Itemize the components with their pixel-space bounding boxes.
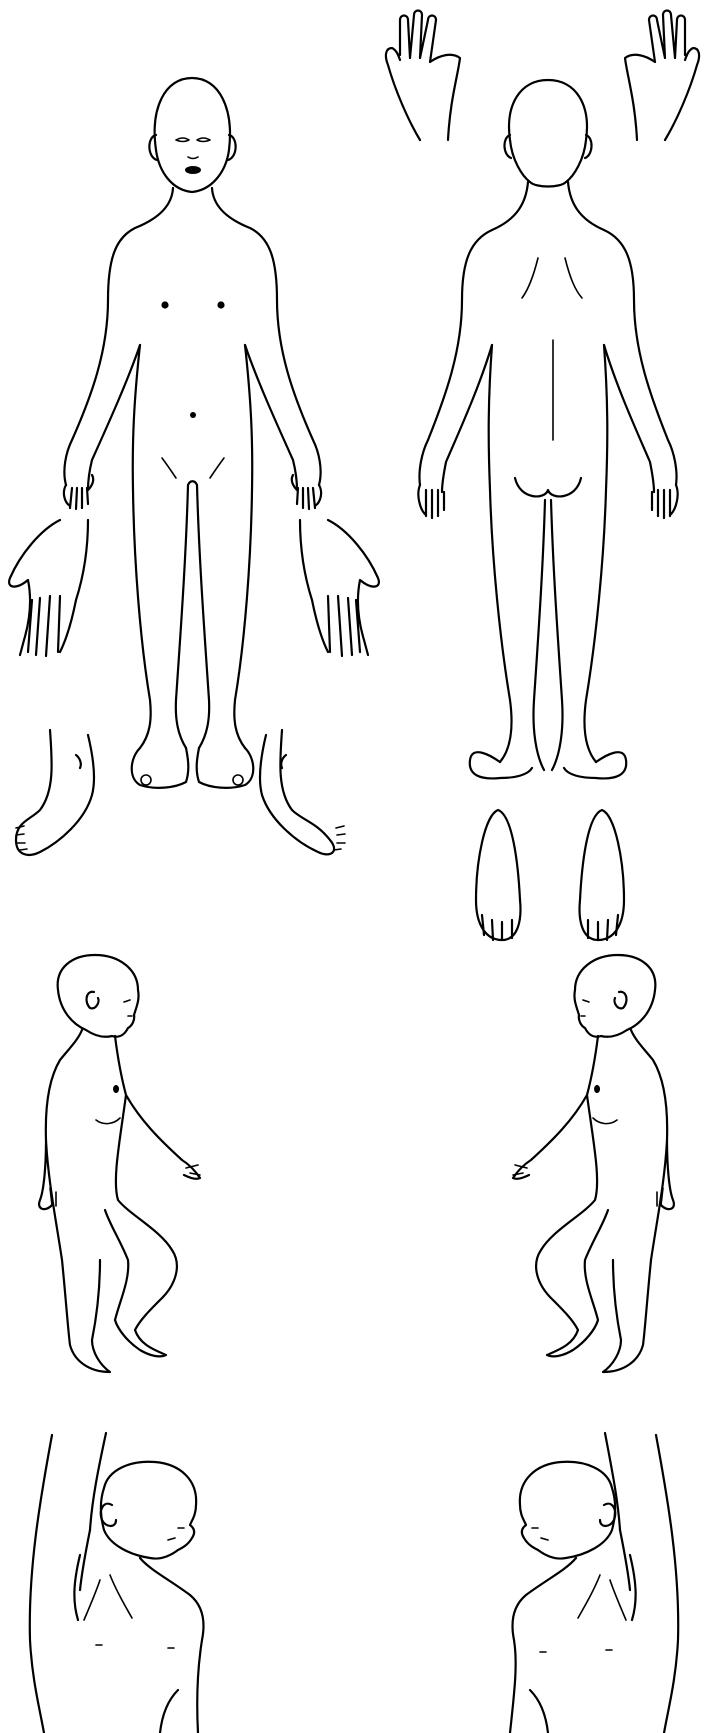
infant-left-face [168, 1528, 184, 1540]
left-side-body [39, 1030, 200, 1372]
infant-right-face [532, 1528, 548, 1540]
infant-right-head [520, 1462, 615, 1559]
infant-left-contours [84, 1575, 132, 1620]
front-palm-left [9, 520, 88, 656]
front-side-toes-right [334, 826, 345, 850]
infant-held-right [510, 1433, 678, 1733]
back-hand-upper-right [625, 11, 699, 141]
front-torso-sides [133, 345, 252, 748]
front-foot-right [197, 748, 254, 788]
back-hand-right [652, 485, 678, 518]
front-eye-left [176, 138, 189, 142]
back-foot-right [564, 752, 626, 778]
infant-left-head [101, 1462, 196, 1559]
back-scapula-left [522, 258, 538, 298]
infant-right-adult-outline [605, 1433, 678, 1733]
front-palm-right [300, 520, 379, 656]
front-groin-left [162, 458, 176, 478]
back-arm-right-inner [604, 345, 654, 492]
front-head [155, 78, 230, 192]
front-legs-inner [176, 481, 209, 748]
left-side-face [124, 1000, 132, 1016]
front-navel [190, 412, 196, 418]
left-side-view [39, 955, 200, 1372]
right-side-head [574, 955, 655, 1037]
back-sole-right [580, 810, 624, 940]
right-side-ear [614, 992, 626, 1009]
back-buttocks [515, 478, 581, 496]
back-body-outline [419, 182, 676, 485]
front-foot-left [132, 748, 189, 788]
front-toe-left [141, 775, 151, 785]
front-mouth [185, 166, 201, 174]
infant-right-arm [530, 1690, 548, 1733]
left-side-ear [87, 992, 99, 1009]
right-side-face [581, 1000, 589, 1016]
back-head [509, 80, 587, 187]
infant-held-left [30, 1433, 204, 1733]
infant-right-body [510, 1530, 636, 1733]
back-foot-left [470, 752, 532, 778]
back-sole-left [476, 810, 520, 940]
back-hand-left [418, 485, 444, 518]
infant-left-arm [160, 1690, 178, 1733]
right-side-navel [593, 1118, 617, 1124]
front-side-foot-left [16, 730, 94, 855]
infant-left-body [74, 1530, 203, 1733]
back-hand-upper-left [386, 11, 460, 141]
infant-right-contours [578, 1575, 626, 1620]
back-scapula-right [565, 258, 582, 298]
left-side-nipple [113, 1085, 119, 1093]
left-side-navel [96, 1118, 120, 1124]
right-side-nipple [594, 1085, 600, 1093]
right-side-body [513, 1030, 674, 1372]
infant-right-ear [600, 1504, 615, 1526]
left-side-head [58, 955, 139, 1037]
front-body-outline [64, 188, 320, 485]
back-legs-inner [533, 500, 562, 770]
front-eye-right [197, 138, 210, 142]
front-groin-right [210, 458, 224, 478]
right-side-view [513, 955, 674, 1372]
front-nipple-left [161, 301, 168, 308]
infant-left-ear [101, 1504, 116, 1526]
back-torso-sides [489, 345, 608, 762]
infant-left-adult-outline [30, 1433, 106, 1733]
back-view [386, 11, 699, 941]
back-arm-left-inner [442, 345, 492, 492]
front-nipple-right [217, 301, 224, 308]
front-toe-right [233, 775, 243, 785]
front-side-foot-right [260, 730, 334, 854]
front-view [9, 78, 379, 855]
front-nose [188, 157, 198, 159]
